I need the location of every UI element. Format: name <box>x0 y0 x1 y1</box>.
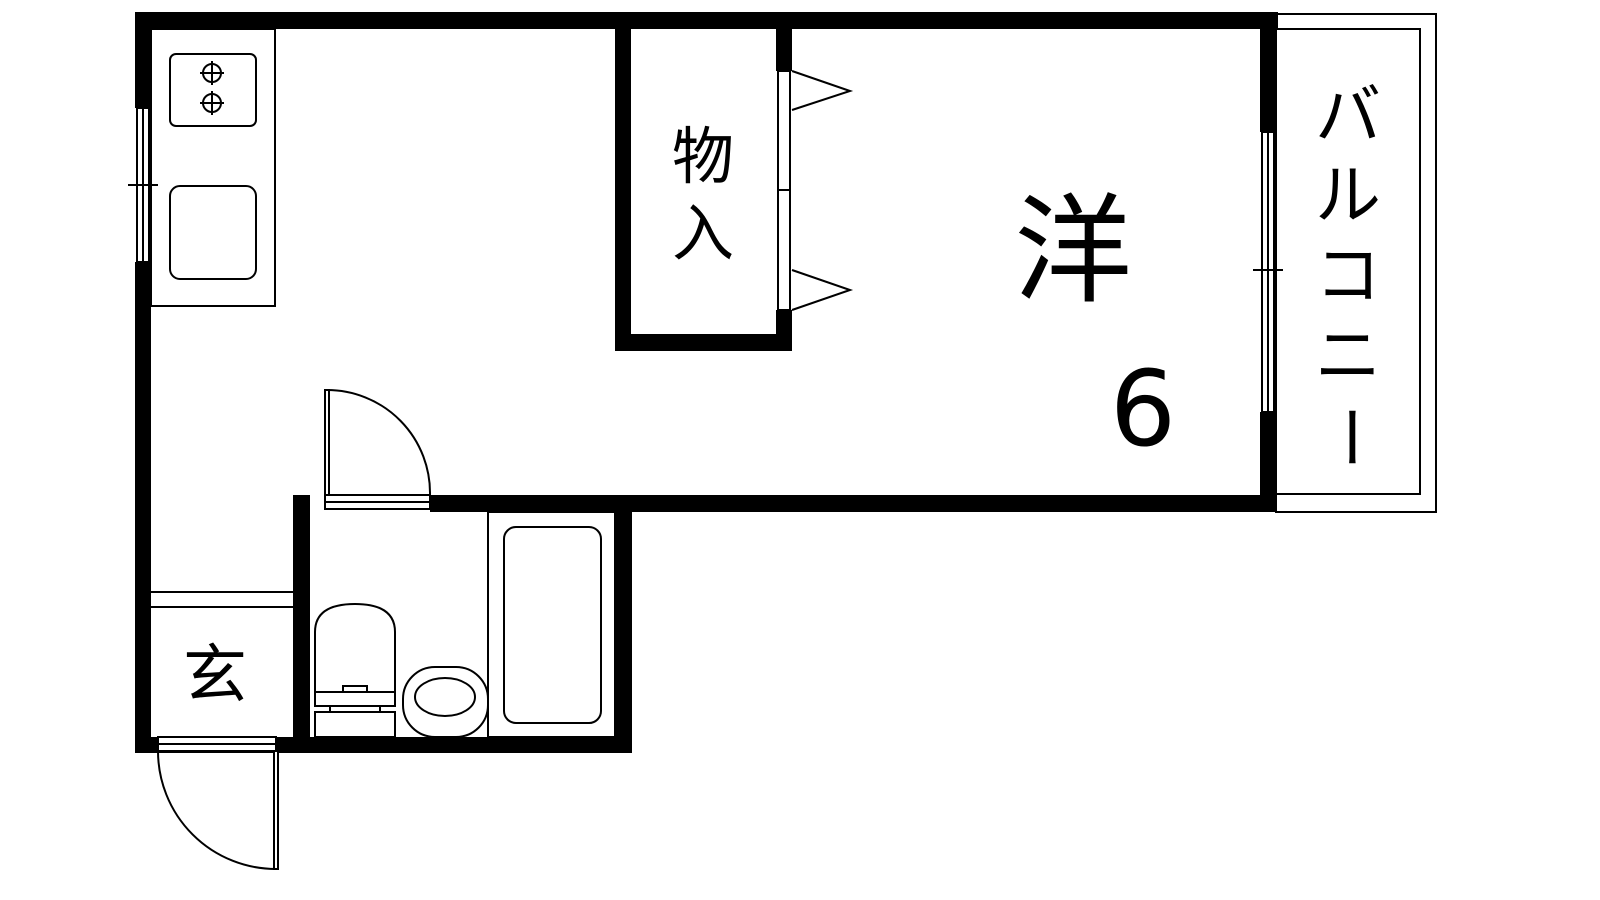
sink-icon <box>169 185 257 280</box>
closet-wall-left <box>615 29 631 351</box>
balcony-char: バ <box>1315 77 1381 154</box>
closet-door-swing-lower <box>791 269 854 311</box>
wall-right-upper <box>1260 12 1276 132</box>
western-room-size: 6 <box>1110 348 1176 470</box>
wall-left-upper <box>135 12 151 108</box>
closet-wall-bottom <box>615 334 792 351</box>
balcony-char: ー <box>1311 404 1388 470</box>
toilet-icon <box>314 602 396 738</box>
washbasin-icon <box>402 666 489 738</box>
wall-bath-right <box>615 495 632 753</box>
storage-label-line1: 物 <box>672 120 734 193</box>
balcony-char: コ <box>1315 237 1381 314</box>
entrance-label: 玄 <box>183 639 247 713</box>
window-kitchen[interactable] <box>128 107 158 263</box>
closet-wall-right-top <box>776 29 792 71</box>
storage-label-line2: 入 <box>672 197 734 270</box>
closet-doors[interactable] <box>777 70 854 311</box>
entrance-door[interactable] <box>157 736 279 870</box>
wall-left-lower <box>135 262 151 753</box>
balcony-char: ル <box>1315 157 1381 234</box>
burner-icon <box>200 61 224 85</box>
closet-door-swing-upper <box>791 70 854 111</box>
western-room-label: 洋 <box>1014 182 1132 320</box>
bathroom <box>314 511 616 738</box>
kitchen-counter <box>150 28 276 307</box>
wall-top <box>135 12 1278 29</box>
balcony-label: バ ル コ ニ ー <box>1311 77 1388 470</box>
wall-right-lower <box>1260 412 1276 512</box>
closet-wall-right-bottom <box>776 310 792 351</box>
counter <box>150 28 276 307</box>
window-balcony[interactable] <box>1253 131 1283 413</box>
burner-icon <box>200 91 224 115</box>
entrance-step <box>151 591 293 608</box>
balcony <box>1275 13 1437 513</box>
bathtub-icon <box>487 511 616 738</box>
wall-room-bottom <box>293 495 1276 512</box>
balcony-char: ニ <box>1315 317 1381 394</box>
stove-icon <box>169 53 257 127</box>
room-door[interactable] <box>324 389 432 510</box>
wall-bath-left <box>293 495 310 753</box>
